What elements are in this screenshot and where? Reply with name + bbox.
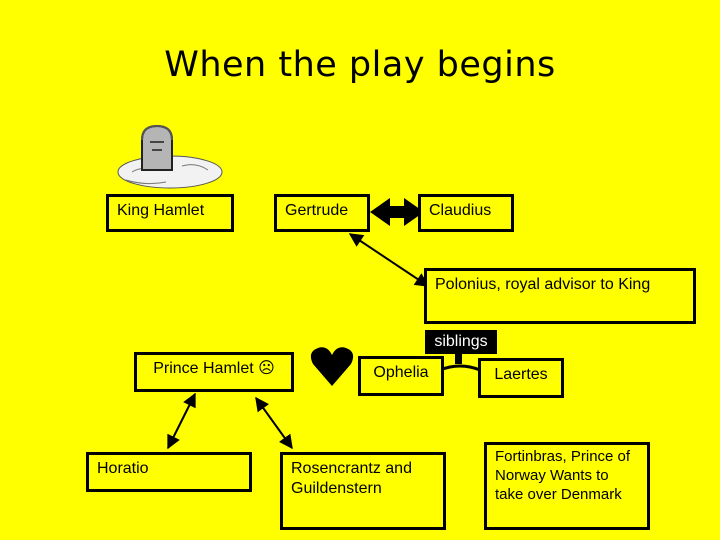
node-prince-hamlet: Prince Hamlet ☹ bbox=[134, 352, 294, 392]
node-polonius: Polonius, royal advisor to King bbox=[424, 268, 696, 324]
node-claudius: Claudius bbox=[418, 194, 514, 232]
node-laertes: Laertes bbox=[478, 358, 564, 398]
gravestone-icon bbox=[117, 124, 223, 189]
node-rosencrantz-guildenstern: Rosencrantz and Guildenstern bbox=[280, 452, 446, 530]
siblings-connector bbox=[439, 364, 481, 372]
siblings-label: siblings bbox=[425, 330, 497, 354]
hamlet-rosencrantz-arrow bbox=[255, 396, 293, 450]
page-title: When the play begins bbox=[164, 45, 556, 85]
marriage-arrow bbox=[370, 198, 424, 226]
node-ophelia: Ophelia bbox=[358, 356, 444, 396]
gertrude-polonius-arrow bbox=[348, 233, 430, 287]
node-horatio: Horatio bbox=[86, 452, 252, 492]
hamlet-horatio-arrow bbox=[167, 392, 196, 450]
node-fortinbras: Fortinbras, Prince of Norway Wants to ta… bbox=[484, 442, 650, 530]
node-gertrude: Gertrude bbox=[274, 194, 370, 232]
node-king-hamlet: King Hamlet bbox=[106, 194, 234, 232]
heart-icon bbox=[310, 347, 354, 386]
